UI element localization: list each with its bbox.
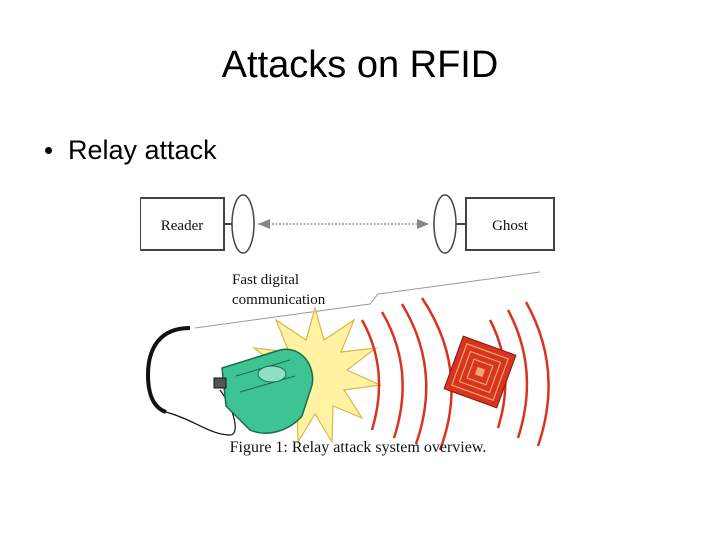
reader-antenna-icon — [231, 194, 255, 254]
ghost-antenna-icon — [433, 194, 457, 254]
slide-title: Attacks on RFID — [221, 44, 499, 86]
ghost-box — [465, 197, 555, 251]
channel-label-line2: communication — [232, 292, 326, 308]
mole-device-icon — [213, 348, 314, 434]
rfid-tag-icon — [443, 335, 517, 409]
link-arrow-right-icon — [417, 219, 429, 229]
ghost-label: Ghost — [492, 218, 529, 234]
link-arrow-left-icon — [258, 219, 270, 229]
figure-caption: Figure 1: Relay attack system overview. — [230, 439, 487, 456]
bullet-dot: • — [44, 135, 54, 165]
bullet-item: • Relay attack — [44, 135, 217, 166]
channel-label-line1: Fast digital — [232, 272, 299, 288]
reader-label: Reader — [161, 218, 203, 234]
mole-cable — [145, 326, 191, 414]
relay-attack-diagram: Reader Ghost Fast digital communication — [140, 194, 555, 456]
relay-attack-figure: Reader Ghost Fast digital communication — [140, 180, 580, 465]
bullet-text: Relay attack — [68, 135, 217, 165]
digital-link-bolt — [194, 271, 541, 329]
